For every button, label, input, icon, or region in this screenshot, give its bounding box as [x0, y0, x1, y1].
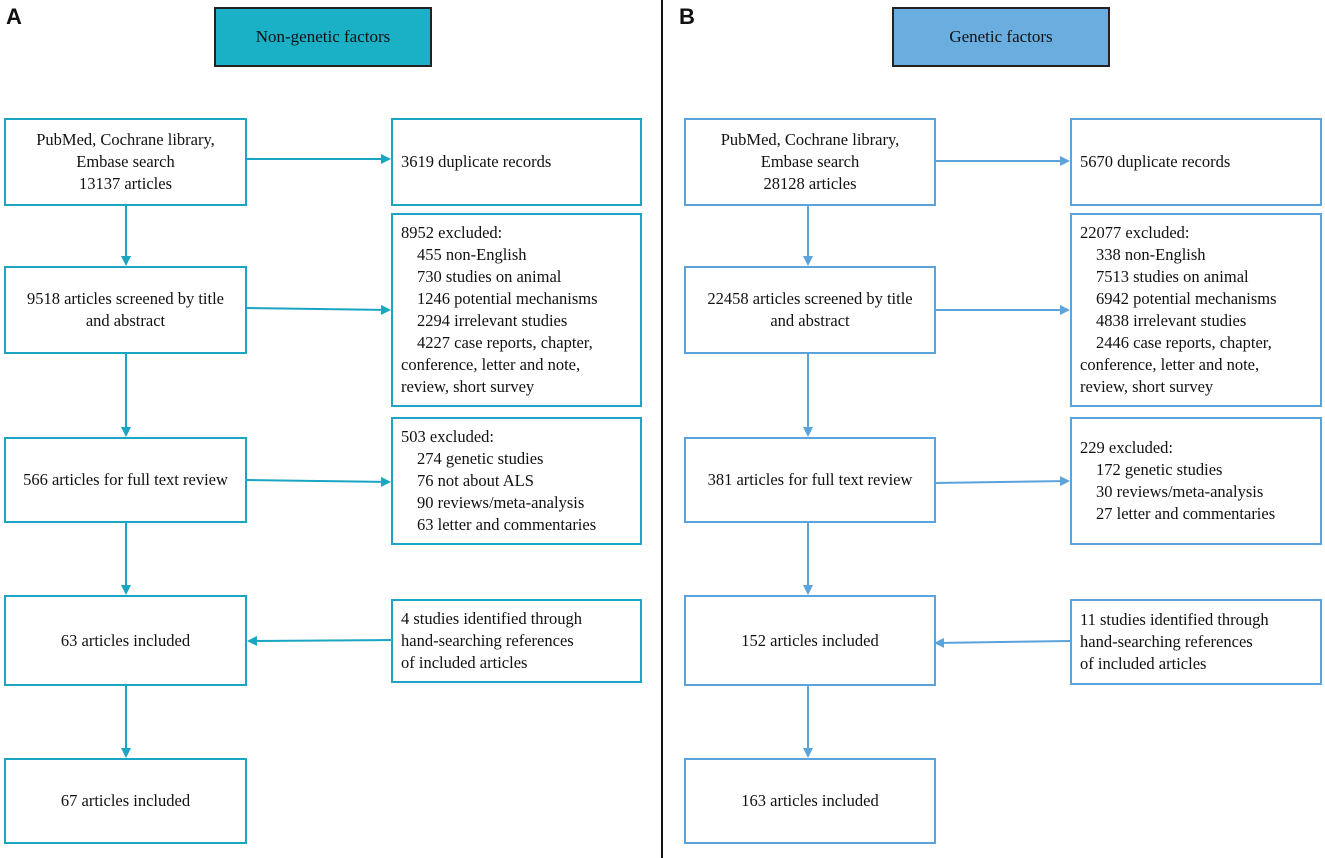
handsearch-line: of included articles [401, 653, 528, 672]
screened-line: 9518 articles screened by title [26, 289, 224, 308]
panel-b-excluded2-box: 229 excluded: 172 genetic studies 30 rev… [1070, 417, 1322, 545]
panel-a-duplicates-box: 3619 duplicate records [391, 118, 642, 206]
excluded-item: 6942 potential mechanisms [1096, 289, 1277, 308]
panel-b-final-box: 163 articles included [684, 758, 936, 844]
panel-divider [661, 0, 663, 858]
panel-b-fulltext-box: 381 articles for full text review [684, 437, 936, 523]
excluded-title: 22077 excluded: [1080, 223, 1190, 242]
excluded-title: 8952 excluded: [401, 223, 503, 242]
arrow-a-fulltext-to-excluded [244, 476, 391, 487]
arrow-a-screened-to-excluded [244, 304, 391, 315]
final-text: 163 articles included [741, 791, 879, 810]
search-line: PubMed, Cochrane library, [720, 130, 900, 149]
excluded-item: 7513 studies on animal [1096, 267, 1249, 286]
excluded-item: 63 letter and commentaries [417, 515, 597, 534]
panel-a-fulltext-box: 566 articles for full text review [4, 437, 247, 523]
excluded-item: 730 studies on animal [417, 267, 562, 286]
panel-a-final-box: 67 articles included [4, 758, 247, 844]
panel-b-duplicates-box: 5670 duplicate records [1070, 118, 1322, 206]
handsearch-line: hand-searching references [401, 631, 574, 650]
panel-a-letter: A [6, 4, 22, 29]
panel-b-letter: B [679, 4, 695, 29]
screened-line: and abstract [770, 311, 850, 330]
panel-b-search-box: PubMed, Cochrane library, Embase search … [684, 118, 936, 206]
excluded-item: 30 reviews/meta-analysis [1096, 482, 1264, 501]
fulltext-text: 566 articles for full text review [23, 470, 228, 489]
handsearch-line: of included articles [1080, 654, 1207, 673]
excluded-item: 4838 irrelevant studies [1096, 311, 1247, 330]
arrow-b-handsearch-to-included [934, 637, 1071, 648]
panel-a-search-box: PubMed, Cochrane library, Embase search … [4, 118, 247, 206]
handsearch-line: hand-searching references [1080, 632, 1253, 651]
search-line: PubMed, Cochrane library, [36, 130, 215, 149]
panel-a-screened-box: 9518 articles screened by title and abst… [4, 266, 247, 354]
search-line: 28128 articles [763, 174, 857, 193]
panel-a-handsearch-box: 4 studies identified through hand-search… [391, 599, 642, 683]
duplicates-text: 5670 duplicate records [1080, 152, 1231, 171]
excluded-item: 90 reviews/meta-analysis [417, 493, 585, 512]
panel-b-handsearch-box: 11 studies identified through hand-searc… [1070, 599, 1322, 685]
panel-b-screened-box: 22458 articles screened by title and abs… [684, 266, 936, 354]
excluded-item: 4227 case reports, chapter, [417, 333, 593, 352]
excluded-item: 27 letter and commentaries [1096, 504, 1276, 523]
panel-a-header: Non-genetic factors [214, 7, 432, 67]
excluded-item: 2446 case reports, chapter, [1096, 333, 1272, 352]
excluded-continuation: conference, letter and note, [401, 355, 581, 374]
search-line: 13137 articles [78, 174, 172, 193]
handsearch-line: 11 studies identified through [1080, 610, 1269, 629]
excluded-item: 2294 irrelevant studies [417, 311, 568, 330]
panel-a-excluded1-box: 8952 excluded: 455 non-English 730 studi… [391, 213, 642, 407]
final-text: 67 articles included [60, 791, 191, 810]
excluded-item: 76 not about ALS [417, 471, 534, 490]
excluded-item: 455 non-English [417, 245, 527, 264]
panel-b-header: Genetic factors [892, 7, 1110, 67]
excluded-continuation: review, short survey [1080, 377, 1214, 396]
arrow-b-fulltext-to-excluded [933, 476, 1070, 487]
panel-b-excluded1-box: 22077 excluded: 338 non-English 7513 stu… [1070, 213, 1322, 407]
excluded-item: 1246 potential mechanisms [417, 289, 598, 308]
excluded-item: 338 non-English [1096, 245, 1206, 264]
excluded-title: 229 excluded: [1080, 438, 1174, 457]
screened-line: 22458 articles screened by title [707, 289, 913, 308]
panel-b-included-box: 152 articles included [684, 595, 936, 686]
search-line: Embase search [760, 152, 860, 171]
duplicates-text: 3619 duplicate records [401, 152, 552, 171]
screened-line: and abstract [85, 311, 166, 330]
excluded-item: 172 genetic studies [1096, 460, 1223, 479]
included-text: 152 articles included [741, 630, 879, 650]
excluded-continuation: review, short survey [401, 377, 535, 396]
arrow-a-handsearch-to-included [247, 635, 392, 646]
handsearch-line: 4 studies identified through [401, 609, 583, 628]
excluded-title: 503 excluded: [401, 427, 495, 446]
included-text: 63 articles included [60, 630, 191, 650]
search-line: Embase search [76, 152, 175, 171]
excluded-item: 274 genetic studies [417, 449, 544, 468]
panel-a-included-box: 63 articles included [4, 595, 247, 686]
panel-a-excluded2-box: 503 excluded: 274 genetic studies 76 not… [391, 417, 642, 545]
fulltext-text: 381 articles for full text review [707, 470, 913, 489]
excluded-continuation: conference, letter and note, [1080, 355, 1260, 374]
